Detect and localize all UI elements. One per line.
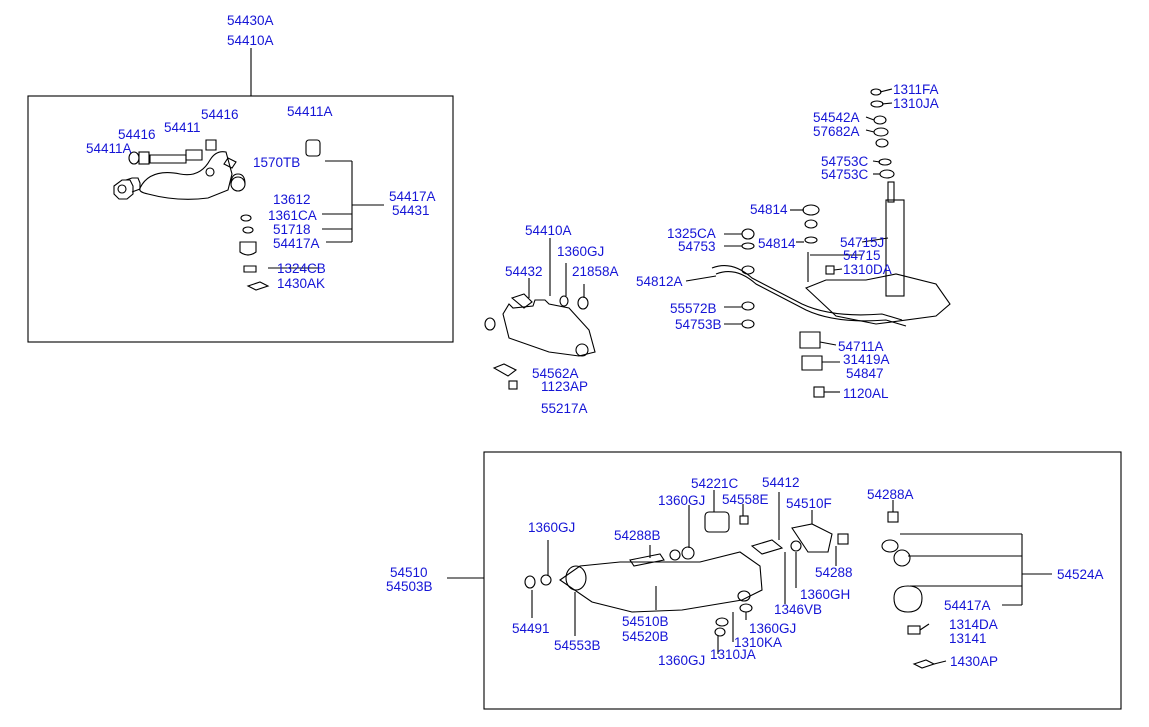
part-1310DA[interactable]: 1310DA bbox=[843, 262, 892, 277]
part-54417A[interactable]: 54417A bbox=[273, 236, 320, 251]
part-1430AP[interactable]: 1430AP bbox=[950, 654, 999, 669]
part-13612[interactable]: 13612 bbox=[273, 192, 311, 207]
part-1361CA[interactable]: 1361CA bbox=[268, 208, 317, 223]
part-1325CA[interactable]: 1325CA bbox=[667, 226, 716, 241]
part-54753[interactable]: 54753 bbox=[678, 239, 716, 254]
part-54711A[interactable]: 54711A bbox=[838, 339, 884, 354]
part-54417A[interactable]: 54417A bbox=[944, 598, 991, 613]
part-1311FA[interactable]: 1311FA bbox=[893, 82, 939, 97]
part-54416[interactable]: 54416 bbox=[201, 107, 239, 122]
part-54431[interactable]: 54431 bbox=[392, 203, 430, 218]
part-54503B[interactable]: 54503B bbox=[386, 579, 433, 594]
part-54558E[interactable]: 54558E bbox=[722, 492, 769, 507]
part-54430A[interactable]: 54430A bbox=[227, 13, 274, 28]
part-54288B[interactable]: 54288B bbox=[614, 528, 661, 543]
lower-arm-frame bbox=[483, 451, 1122, 710]
part-51718[interactable]: 51718 bbox=[273, 222, 311, 237]
part-54412[interactable]: 54412 bbox=[762, 475, 800, 490]
part-13141[interactable]: 13141 bbox=[949, 631, 987, 646]
part-55217A[interactable]: 55217A bbox=[541, 401, 588, 416]
part-54411A[interactable]: 54411A bbox=[287, 104, 333, 119]
part-54221C[interactable]: 54221C bbox=[691, 476, 739, 491]
mid-upper-arm bbox=[484, 293, 596, 390]
part-54520B[interactable]: 54520B bbox=[622, 629, 669, 644]
part-54411A[interactable]: 54411A bbox=[86, 141, 132, 156]
part-54416[interactable]: 54416 bbox=[118, 127, 156, 142]
part-54411[interactable]: 54411 bbox=[164, 120, 201, 135]
part-1346VB[interactable]: 1346VB bbox=[774, 602, 823, 617]
upper-arm-frame bbox=[27, 95, 454, 343]
part-54715[interactable]: 54715 bbox=[843, 248, 881, 263]
part-1570TB[interactable]: 1570TB bbox=[253, 155, 301, 170]
part-54288[interactable]: 54288 bbox=[815, 565, 853, 580]
part-1324CB[interactable]: 1324CB bbox=[277, 261, 326, 276]
part-1310KA[interactable]: 1310KA bbox=[734, 635, 783, 650]
part-54510[interactable]: 54510 bbox=[390, 565, 428, 580]
part-1310JA[interactable]: 1310JA bbox=[710, 647, 756, 662]
part-1360GJ[interactable]: 1360GJ bbox=[658, 493, 706, 508]
part-54410A[interactable]: 54410A bbox=[525, 223, 572, 238]
part-54847[interactable]: 54847 bbox=[846, 366, 884, 381]
part-54510B[interactable]: 54510B bbox=[622, 614, 669, 629]
part-54814[interactable]: 54814 bbox=[758, 236, 796, 251]
part-21858A[interactable]: 21858A bbox=[572, 264, 619, 279]
part-1360GH[interactable]: 1360GH bbox=[800, 587, 851, 602]
part-54814[interactable]: 54814 bbox=[750, 202, 788, 217]
part-1360GJ[interactable]: 1360GJ bbox=[557, 244, 605, 259]
part-54417A[interactable]: 54417A bbox=[389, 189, 436, 204]
part-54812A[interactable]: 54812A bbox=[636, 274, 683, 289]
part-54562A[interactable]: 54562A bbox=[532, 366, 579, 381]
part-54288A[interactable]: 54288A bbox=[867, 487, 914, 502]
part-54553B[interactable]: 54553B bbox=[554, 638, 601, 653]
upper-arm-parts bbox=[113, 139, 321, 291]
part-54715J[interactable]: 54715J bbox=[840, 235, 885, 250]
stabilizer-shock bbox=[711, 88, 951, 398]
part-1360GJ[interactable]: 1360GJ bbox=[749, 621, 797, 636]
part-31419A[interactable]: 31419A bbox=[843, 352, 890, 367]
part-55572B[interactable]: 55572B bbox=[670, 301, 717, 316]
part-54410A[interactable]: 54410A bbox=[227, 33, 274, 48]
part-1310JA[interactable]: 1310JA bbox=[893, 96, 939, 111]
part-1360GJ[interactable]: 1360GJ bbox=[528, 520, 576, 535]
part-54524A[interactable]: 54524A bbox=[1057, 567, 1104, 582]
part-54753B[interactable]: 54753B bbox=[675, 317, 722, 332]
part-1314DA[interactable]: 1314DA bbox=[949, 617, 998, 632]
part-57682A[interactable]: 57682A bbox=[813, 124, 860, 139]
part-1430AK[interactable]: 1430AK bbox=[277, 276, 326, 291]
part-1120AL[interactable]: 1120AL bbox=[843, 386, 889, 401]
part-54753C[interactable]: 54753C bbox=[821, 167, 869, 182]
part-54510F[interactable]: 54510F bbox=[786, 496, 832, 511]
part-54432[interactable]: 54432 bbox=[505, 264, 543, 279]
part-1123AP[interactable]: 1123AP bbox=[541, 379, 589, 394]
part-54491[interactable]: 54491 bbox=[512, 621, 550, 636]
part-54753C[interactable]: 54753C bbox=[821, 154, 869, 169]
part-1360GJ[interactable]: 1360GJ bbox=[658, 653, 706, 668]
part-54542A[interactable]: 54542A bbox=[813, 110, 860, 125]
